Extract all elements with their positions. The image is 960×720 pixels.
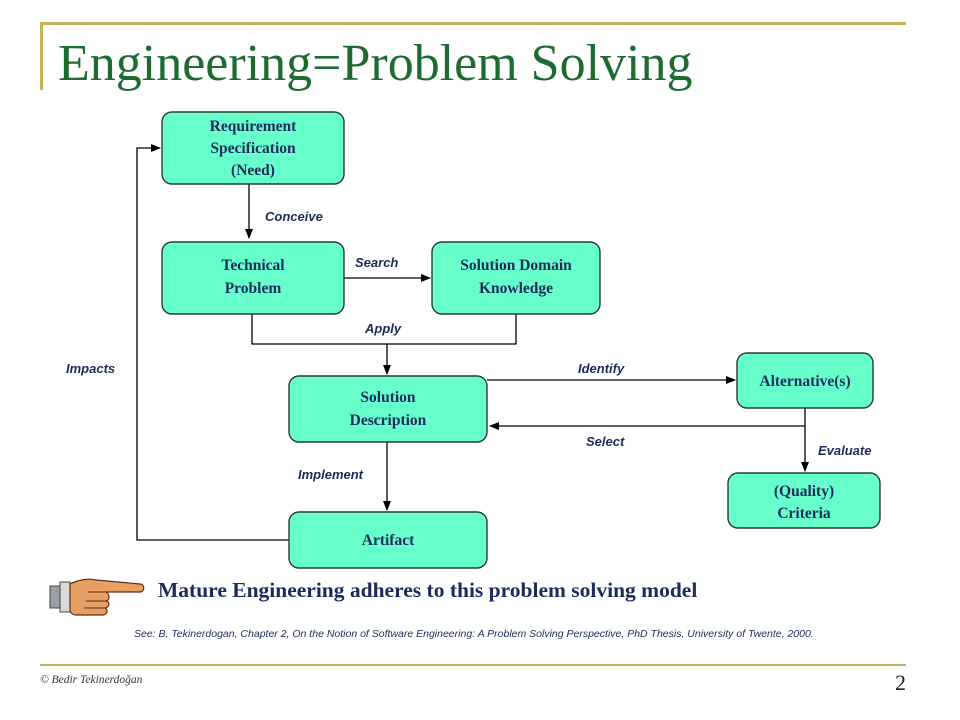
edge-label-implement: Implement — [298, 467, 364, 482]
footer-rule — [40, 664, 906, 666]
node-label-line: Artifact — [362, 532, 415, 549]
node-label-line: Requirement — [210, 118, 298, 135]
pointing-hand-icon — [49, 578, 145, 616]
key-statement: Mature Engineering adheres to this probl… — [158, 578, 698, 602]
node-label-line: Criteria — [777, 505, 831, 522]
slide-title: Engineering=Problem Solving — [58, 35, 693, 92]
node-label-line: Technical — [221, 257, 285, 274]
problem-solving-diagram: Requirement Specification (Need) Technic… — [66, 111, 881, 569]
edge-label-evaluate: Evaluate — [818, 443, 871, 458]
edge-label-search: Search — [355, 255, 398, 270]
edge-label-apply: Apply — [364, 321, 402, 336]
frame-top-rule — [40, 22, 906, 25]
edge-label-identify: Identify — [578, 361, 625, 376]
node-requirement-specification: Requirement Specification (Need) — [161, 111, 345, 185]
node-label-line: Specification — [210, 140, 296, 157]
node-technical-problem: Technical Problem — [161, 241, 345, 315]
node-label-line: Description — [350, 412, 427, 429]
node-label-line: (Need) — [231, 162, 275, 179]
page-number: 2 — [895, 670, 906, 695]
node-label-line: Alternative(s) — [759, 373, 850, 390]
node-solution-description: Solution Description — [288, 375, 488, 443]
node-solution-domain-knowledge: Solution Domain Knowledge — [431, 241, 601, 315]
node-quality-criteria: (Quality) Criteria — [727, 472, 881, 529]
node-label-line: Problem — [225, 280, 282, 297]
edge-label-select: Select — [586, 434, 625, 449]
frame-left-rule — [40, 22, 43, 90]
node-alternatives: Alternative(s) — [736, 352, 874, 409]
node-label-line: Solution Domain — [460, 257, 572, 274]
connectors — [136, 144, 809, 541]
edge-label-conceive: Conceive — [265, 209, 323, 224]
edge-apply — [251, 314, 517, 345]
node-label-line: Knowledge — [479, 280, 553, 297]
copyright: © Bedir Tekinerdoğan — [40, 674, 143, 686]
reference-citation: See: B. Tekinerdogan, Chapter 2, On the … — [134, 628, 814, 640]
node-label-line: (Quality) — [774, 483, 834, 500]
edge-label-impacts: Impacts — [66, 361, 115, 376]
node-label-line: Solution — [360, 389, 416, 406]
node-artifact: Artifact — [288, 511, 488, 569]
edge-impacts — [136, 144, 289, 541]
